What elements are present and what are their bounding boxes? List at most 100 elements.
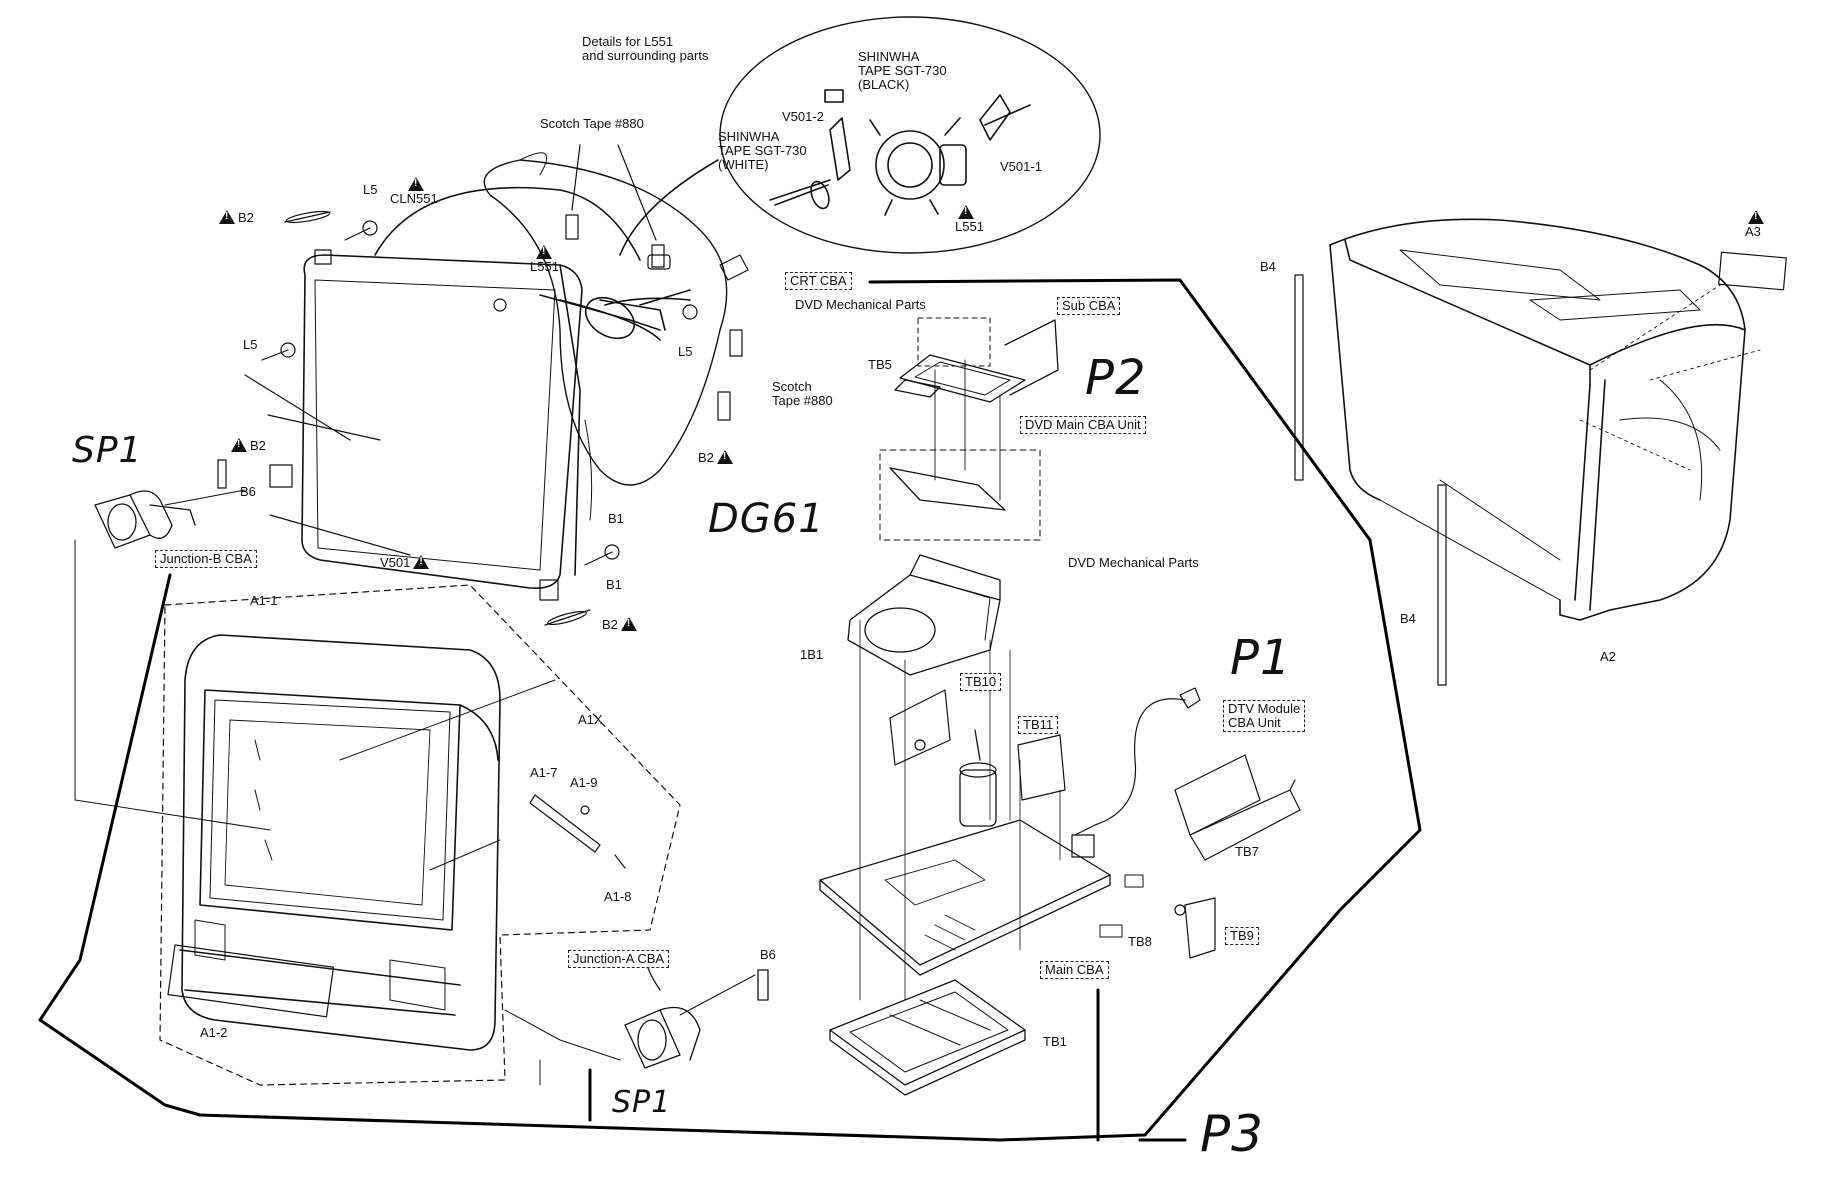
sticker-a3 bbox=[1718, 251, 1787, 291]
label-a1-8: A1-8 bbox=[604, 889, 632, 904]
dvd-mechanical-assembly bbox=[879, 317, 1059, 541]
label-b2-left-text: B2 bbox=[250, 438, 266, 453]
front-cabinet bbox=[167, 634, 501, 1051]
label-shinwha-tape-black: SHINWHA TAPE SGT-730 (BLACK) bbox=[858, 49, 947, 92]
label-a3-text: A3 bbox=[1745, 224, 1761, 239]
handwritten-p2: P2 bbox=[1085, 350, 1147, 406]
label-b4-bottom: B4 bbox=[1400, 611, 1416, 626]
bottom-frame-tb1 bbox=[829, 979, 1026, 1096]
label-crt-cba: CRT CBA bbox=[785, 272, 852, 290]
handwritten-sp1-bottom: SP1 bbox=[612, 1085, 672, 1120]
flyback-transformer bbox=[959, 729, 997, 827]
label-l551-detail: L551 bbox=[955, 205, 984, 234]
bracket-tb10 bbox=[889, 689, 951, 766]
label-junction-b-cba: Junction-B CBA bbox=[155, 550, 257, 568]
handwritten-sp1-top: SP1 bbox=[72, 430, 143, 471]
dvd-loader-1b1 bbox=[847, 554, 1001, 676]
label-b1-upper: B1 bbox=[608, 511, 624, 526]
crt-mounting-hardware bbox=[217, 210, 749, 626]
label-tb7: TB7 bbox=[1235, 844, 1259, 859]
detail-callout-tail bbox=[619, 159, 719, 256]
label-v501-1: V501-1 bbox=[1000, 159, 1042, 174]
leader-lines bbox=[74, 489, 756, 1086]
cabinet-group-dashed-outline bbox=[159, 584, 681, 1086]
label-v501-text: V501 bbox=[380, 555, 411, 570]
rear-cabinet-dotted-lines bbox=[1579, 284, 1761, 471]
rear-cabinet-a2 bbox=[1329, 218, 1746, 621]
speaker-sp1-bottom bbox=[624, 954, 769, 1069]
dtv-module-board bbox=[1174, 754, 1301, 861]
caution-icon bbox=[536, 245, 552, 259]
label-details-l551: Details for L551 and surrounding parts bbox=[582, 34, 709, 63]
speaker-sp1-top bbox=[94, 490, 196, 549]
label-a1-7: A1-7 bbox=[530, 765, 558, 780]
label-dvd-mechanical-parts-top: DVD Mechanical Parts bbox=[795, 297, 926, 312]
rail-b4-top bbox=[1294, 274, 1304, 481]
label-b2-right-text: B2 bbox=[698, 450, 714, 465]
label-cln551: CLN551 bbox=[390, 177, 438, 206]
label-l5-right: L5 bbox=[678, 344, 693, 359]
label-sub-cba: Sub CBA bbox=[1057, 297, 1121, 315]
label-dvd-mechanical-parts-bottom: DVD Mechanical Parts bbox=[1068, 555, 1199, 570]
label-b2-topleft-text: B2 bbox=[238, 210, 254, 225]
label-a1-9: A1-9 bbox=[570, 775, 598, 790]
label-a3: A3 bbox=[1745, 210, 1767, 239]
label-b1-lower: B1 bbox=[606, 577, 622, 592]
label-tb10: TB10 bbox=[960, 673, 1002, 691]
caution-icon bbox=[716, 450, 733, 464]
label-shinwha-tape-white: SHINWHA TAPE SGT-730 (WHITE) bbox=[718, 129, 807, 172]
deflection-yoke-detail bbox=[769, 89, 1031, 216]
bracket-tb11 bbox=[1017, 734, 1066, 801]
label-b2-bottom-text: B2 bbox=[602, 617, 618, 632]
label-v501: V501 bbox=[380, 555, 432, 570]
label-tb1: TB1 bbox=[1043, 1034, 1067, 1049]
label-dtv-module-cba-unit: DTV Module CBA Unit bbox=[1223, 700, 1306, 732]
label-tb9: TB9 bbox=[1225, 927, 1259, 945]
bracket-tb9 bbox=[1174, 897, 1216, 959]
label-b2-left: B2 bbox=[228, 438, 266, 453]
main-cba-board bbox=[819, 819, 1144, 976]
label-tb11: TB11 bbox=[1018, 716, 1059, 734]
label-a1x: A1X bbox=[578, 712, 603, 727]
rail-b4-bottom bbox=[1437, 484, 1447, 686]
power-cord bbox=[1071, 687, 1201, 858]
label-l551-main-text: L551 bbox=[530, 259, 559, 274]
caution-icon bbox=[413, 555, 430, 569]
handwritten-dg61: DG61 bbox=[708, 496, 825, 542]
caution-icon bbox=[231, 438, 247, 452]
label-tb8: TB8 bbox=[1128, 934, 1152, 949]
label-b4-top: B4 bbox=[1260, 259, 1276, 274]
handwritten-p1: P1 bbox=[1230, 630, 1292, 686]
detail-callout-ellipse bbox=[719, 16, 1101, 254]
label-l551-main: L551 bbox=[530, 245, 559, 274]
label-cln551-text: CLN551 bbox=[390, 191, 438, 206]
label-b2-topleft: B2 bbox=[216, 210, 254, 225]
caution-icon bbox=[620, 617, 637, 631]
caution-icon bbox=[1748, 210, 1764, 224]
label-b2-bottom: B2 bbox=[602, 617, 640, 632]
caution-icon bbox=[958, 205, 974, 219]
alignment-guides bbox=[859, 619, 1061, 1001]
label-main-cba: Main CBA bbox=[1040, 961, 1109, 979]
label-tb5: TB5 bbox=[868, 357, 892, 372]
label-l5-left: L5 bbox=[243, 337, 258, 352]
label-b6-left: B6 bbox=[240, 484, 256, 499]
label-b2-right: B2 bbox=[698, 450, 736, 465]
scotch-tape-pieces bbox=[565, 144, 743, 421]
label-junction-a-cba: Junction-A CBA bbox=[568, 950, 670, 968]
label-l5-top: L5 bbox=[363, 182, 378, 197]
bracket-a1-7 bbox=[529, 794, 626, 869]
label-scotch-tape-top: Scotch Tape #880 bbox=[540, 116, 644, 131]
label-b6-bottom: B6 bbox=[760, 947, 776, 962]
handwritten-p3: P3 bbox=[1200, 1105, 1264, 1163]
caution-icon bbox=[219, 210, 235, 224]
label-l551-detail-text: L551 bbox=[955, 219, 984, 234]
label-a1-1: A1-1 bbox=[250, 593, 278, 608]
degaussing-coil bbox=[483, 152, 728, 486]
label-dvd-main-cba-unit: DVD Main CBA Unit bbox=[1020, 416, 1146, 434]
label-scotch-tape-right: Scotch Tape #880 bbox=[772, 379, 833, 408]
label-a2: A2 bbox=[1600, 649, 1616, 664]
label-1b1: 1B1 bbox=[800, 647, 824, 662]
